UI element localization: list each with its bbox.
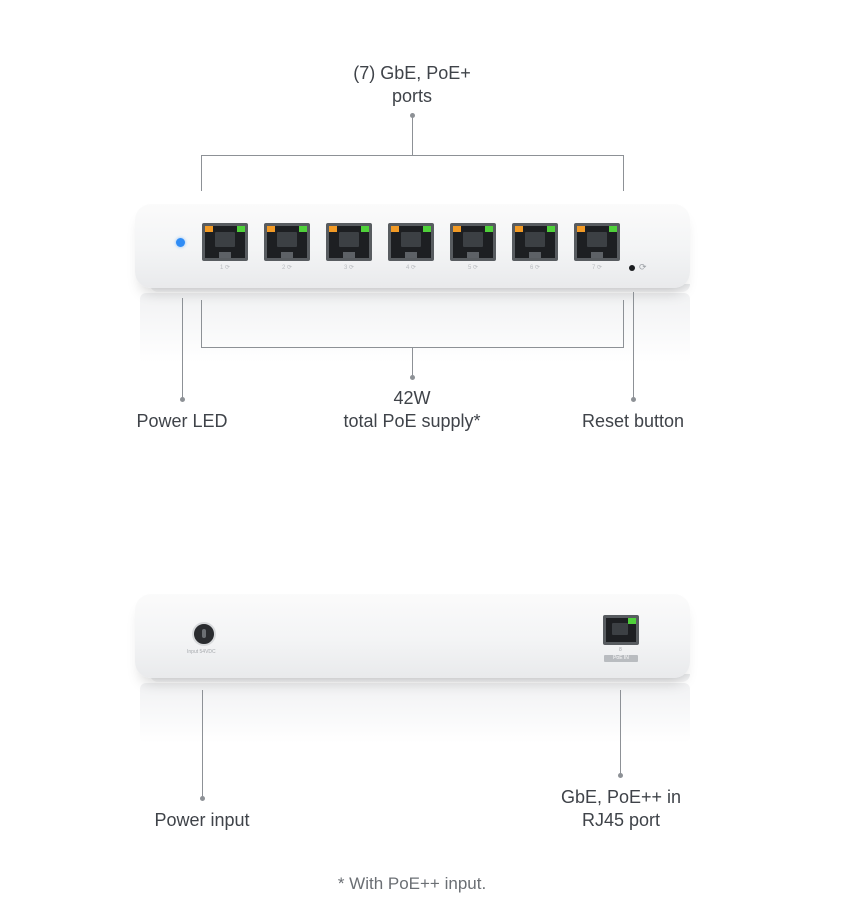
rj45-port-2 [264,223,310,261]
uplink-callout-dot [618,773,623,778]
front-reflection [140,293,690,363]
switch-front-panel: 1 ⟳ 2 ⟳ 3 ⟳ 4 ⟳ 5 ⟳ 6 ⟳ 7 ⟳ ⟳ [135,203,690,288]
uplink-rj45-port [603,615,639,645]
rj45-port-3 [326,223,372,261]
power-led-label: Power LED [136,411,228,431]
port-number: 5 ⟳ [467,265,479,271]
rj45-port-7 [574,223,620,261]
power-led-callout-stem [182,298,183,398]
rj45-port-6 [512,223,558,261]
port-number: 2 ⟳ [281,265,293,271]
rear-reflection [140,683,690,743]
rj45-port-5 [450,223,496,261]
dc-power-jack [192,622,216,646]
power-input-callout-stem [202,690,203,798]
uplink-port-label: GbE, PoE++ in RJ45 port [540,786,702,832]
port-number: 3 ⟳ [343,265,355,271]
reset-callout-stem [633,292,634,398]
port-number: 6 ⟳ [529,265,541,271]
port-number: 7 ⟳ [591,265,603,271]
ports-callout-right-leg [623,155,624,191]
supply-callout-dot [410,375,415,380]
ports-label-line2: ports [391,86,433,106]
power-input-label: Power input [154,810,250,830]
ports-label: (7) GbE, PoE+ ports [312,62,512,108]
switch-rear-panel: Input 54VDC 8 PoE IN [135,593,690,678]
rear-device-base [150,674,690,682]
supply-label: 42W total PoE supply* [312,387,512,433]
rj45-port-1 [202,223,248,261]
rj45-port-4 [388,223,434,261]
ports-callout-dot [410,113,415,118]
port-number: 4 ⟳ [405,265,417,271]
power-input-callout-dot [200,796,205,801]
supply-label-line1: 42W [393,388,431,408]
reset-button-hole [629,265,635,271]
power-led-indicator [176,238,185,247]
reset-button-label: Reset button [581,411,685,431]
front-device-base [150,284,690,292]
supply-bracket-right-leg [623,300,624,348]
supply-callout-stem [412,347,413,377]
reset-callout-dot [631,397,636,402]
dc-input-text: Input 54VDC [187,649,216,655]
supply-bracket-left-leg [201,300,202,348]
ports-callout-bracket [201,155,624,156]
supply-label-line2: total PoE supply* [343,411,481,431]
port-number: 1 ⟳ [219,265,231,271]
uplink-label-line2: RJ45 port [581,810,661,830]
uplink-label-line1: GbE, PoE++ in [560,787,682,807]
power-led-callout-dot [180,397,185,402]
ports-label-line1: (7) GbE, PoE+ [353,63,471,83]
reset-icon: ⟳ [639,262,647,272]
footnote: * With PoE++ input. [337,874,487,893]
uplink-callout-stem [620,690,621,774]
uplink-port-number: 8 [619,647,622,653]
uplink-poe-badge: PoE IN [604,655,638,662]
ports-callout-left-leg [201,155,202,191]
ports-callout-stem [412,116,413,156]
